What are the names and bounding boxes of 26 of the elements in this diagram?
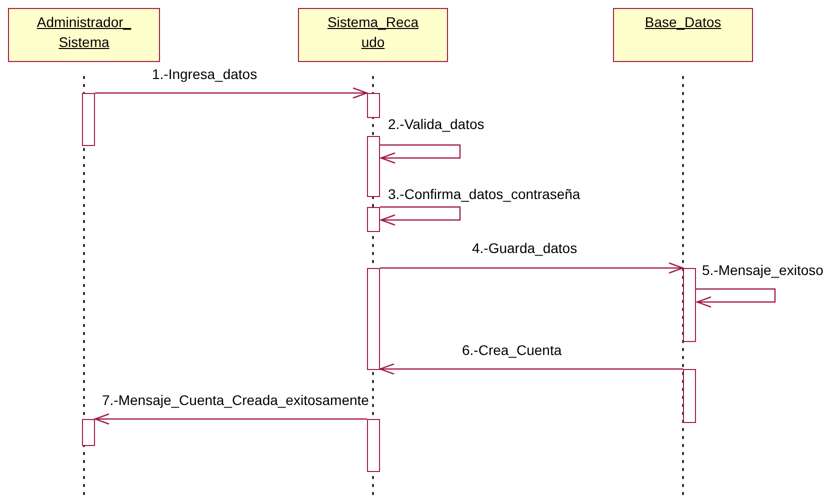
message-label: 3.-Confirma_datos_contraseña <box>386 186 582 202</box>
message-label: 4.-Guarda_datos <box>470 240 580 256</box>
message-label: 1.-Ingresa_datos <box>150 66 260 82</box>
message-label: 2.-Valida_datos <box>386 116 486 132</box>
message-label: 7.-Mensaje_Cuenta_Creada_exitosamente <box>100 392 371 408</box>
activation-bar <box>367 419 380 472</box>
message-label: 6.-Crea_Cuenta <box>460 342 564 358</box>
activation-bar <box>683 369 696 423</box>
participant-box: Base_Datos <box>613 8 753 62</box>
message-arrow <box>380 262 684 274</box>
participant-box: Sistema_Reca udo <box>298 8 448 62</box>
participant-box: Administrador_ Sistema <box>8 8 160 62</box>
activation-bar <box>82 93 95 146</box>
message-arrow <box>94 413 367 425</box>
activation-bar <box>367 93 380 118</box>
message-arrow <box>379 363 683 375</box>
message-arrow <box>380 206 461 226</box>
message-arrow <box>95 87 368 99</box>
message-arrow <box>380 144 461 164</box>
message-arrow <box>696 288 776 308</box>
activation-bar <box>683 268 696 342</box>
activation-bar <box>82 419 95 446</box>
activation-bar <box>367 136 380 197</box>
activation-bar <box>367 207 380 232</box>
activation-bar <box>367 268 380 370</box>
message-label: 5.-Mensaje_exitoso <box>700 262 826 278</box>
